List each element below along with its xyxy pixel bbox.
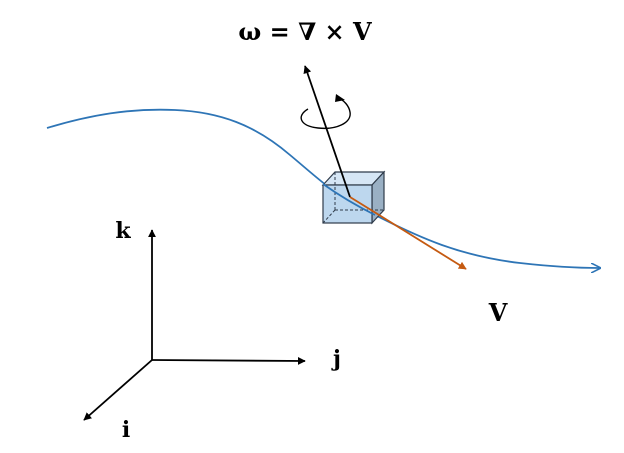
streamline-over-cube	[322, 183, 376, 216]
vorticity-equation: ω = ∇ × V	[238, 17, 372, 46]
fluid-element-cube	[321, 170, 386, 225]
coordinate-axes	[83, 229, 306, 421]
axis-j-arrow	[151, 356, 306, 365]
axis-i-label: i	[122, 417, 130, 443]
axis-j-label: j	[331, 346, 341, 372]
velocity-label: V	[488, 298, 508, 327]
velocity-vector	[349, 196, 467, 270]
axis-i-arrow	[83, 359, 153, 421]
vorticity-vector	[303, 65, 351, 198]
axis-k-label: k	[115, 218, 131, 244]
streamline-curve	[46, 108, 600, 268]
curved-rotation-arrow-icon	[300, 94, 351, 130]
